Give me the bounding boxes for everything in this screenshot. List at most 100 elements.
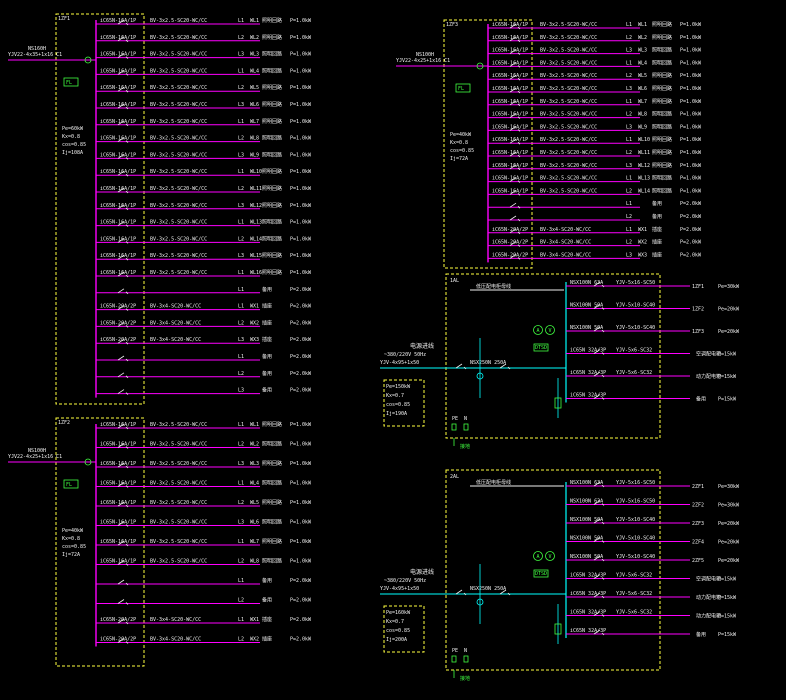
feeder-breaker: iC65N-16A/1P: [100, 481, 136, 487]
outgoing-breaker: iC65N 32A/3P: [570, 628, 606, 634]
feeder-cable: BV-3x2.5-SC20-WC/CC: [540, 124, 597, 130]
feeder-cable: BV-3x2.5-SC20-WC/CC: [150, 422, 207, 428]
feeder-circuit: WL4: [250, 481, 259, 487]
feeder-breaker: iC65N-16A/1P: [100, 270, 136, 276]
spd-box: [63, 479, 79, 489]
incoming-spec: ~380/220V 50Hz: [384, 352, 426, 358]
feeder-circuit: WL7: [638, 99, 647, 105]
breaker-tick: [517, 39, 521, 43]
cabinet-param: Ij=190A: [386, 411, 407, 417]
feeder-phase: L1: [238, 169, 244, 175]
feeder-cable: BV-3x2.5-SC20-WC/CC: [150, 169, 207, 175]
feeder-power: P=1.0kW: [680, 188, 702, 194]
feeder-circuit: WX3: [638, 252, 647, 258]
breaker-tick: [125, 308, 129, 311]
feeder-breaker: iC65N-16A/1P: [492, 22, 528, 28]
feeder-power: P=1.0kW: [290, 203, 312, 209]
feeder-circuit: WL8: [250, 559, 259, 565]
feeder-power: P=1.0kW: [680, 137, 702, 143]
feeder-breaker: iC65N-16A/1P: [100, 136, 136, 142]
breaker-symbol: [117, 322, 125, 327]
breaker-symbol: [455, 589, 463, 595]
feeder-load: 照明回路: [652, 123, 672, 130]
feeder-circuit: WL8: [638, 112, 647, 118]
breaker-symbol: [455, 363, 463, 369]
feeder-breaker: iC65N-16A/1P: [492, 176, 528, 182]
feeder-phase: L3: [238, 461, 244, 467]
feeder-circuit: WL13: [638, 176, 650, 182]
breaker-tick: [125, 375, 129, 379]
feeder-cable: BV-3x2.5-SC20-WC/CC: [150, 68, 207, 74]
feeder-breaker: iC65N-16A/1P: [100, 152, 136, 158]
feeder-load: 照明回路: [262, 235, 282, 242]
breaker-tick: [125, 106, 129, 110]
meter-symbol: [84, 56, 92, 64]
feeder-load: 照明回路: [652, 162, 672, 169]
feeder-load: 照明回路: [652, 187, 672, 194]
outgoing-power: Pe=20kW: [718, 540, 740, 546]
feeder-breaker: iC65N-16A/1P: [100, 442, 136, 448]
breaker-symbol: [509, 215, 517, 221]
n-label: N: [464, 648, 467, 654]
feeder-cable: BV-3x2.5-SC20-WC/CC: [540, 150, 597, 156]
breaker-tick: [463, 366, 467, 370]
breaker-tick: [601, 284, 605, 288]
cabinet-param: Pe=150kW: [386, 384, 411, 390]
meter-box-label: DTSD: [535, 345, 547, 351]
breaker-symbol: [509, 177, 517, 182]
feeder-circuit: WX2: [250, 320, 259, 326]
pe-terminal: [451, 423, 457, 431]
breaker-symbol: [117, 137, 125, 142]
cabinet-border: [445, 273, 661, 439]
feeder-power: P=1.0kW: [290, 136, 312, 142]
breaker-tick: [125, 274, 129, 278]
outgoing-power: P=15kW: [718, 632, 737, 638]
outgoing-load: 动力配电箱: [696, 373, 721, 380]
feeder-cable: BV-3x4-SC20-WC/CC: [150, 617, 201, 623]
breaker-tick: [125, 563, 129, 566]
breaker-symbol: [117, 288, 125, 294]
breaker-symbol: [117, 221, 125, 226]
breaker-symbol: [593, 537, 601, 542]
outgoing-cable: YJV-5x6-SC32: [616, 573, 652, 579]
outgoing-load: 备用: [696, 631, 706, 638]
breaker-symbol: [117, 154, 125, 159]
breaker-tick: [601, 577, 605, 580]
feeder-circuit: WL12: [250, 203, 262, 209]
breaker-tick: [125, 621, 129, 625]
breaker-tick: [517, 141, 521, 145]
feeder-phase: L3: [238, 520, 244, 526]
feeder-circuit: WL5: [638, 73, 647, 79]
feeder-cable: BV-3x2.5-SC20-WC/CC: [150, 539, 207, 545]
panel-param: Ij=72A: [62, 552, 80, 558]
feeder-power: P=1.0kW: [290, 559, 312, 565]
feeder-cable: BV-3x2.5-SC20-WC/CC: [150, 102, 207, 108]
feeder-breaker: iC65N-16A/1P: [100, 236, 136, 242]
panel-border: [55, 417, 145, 667]
ground-label: 接地: [460, 443, 470, 450]
breaker-tick: [601, 397, 605, 400]
feeder-phase: L2: [238, 186, 244, 192]
feeder-cable: BV-3x2.5-SC20-WC/CC: [150, 35, 207, 41]
feeder-power: P=2.0kW: [680, 214, 702, 220]
breaker-tick: [601, 374, 605, 378]
feeder-phase: L2: [626, 73, 632, 79]
feeder-power: P=1.0kW: [680, 176, 702, 182]
feeder-breaker: iC65N-16A/1P: [492, 150, 528, 156]
breaker-symbol: [509, 23, 517, 29]
